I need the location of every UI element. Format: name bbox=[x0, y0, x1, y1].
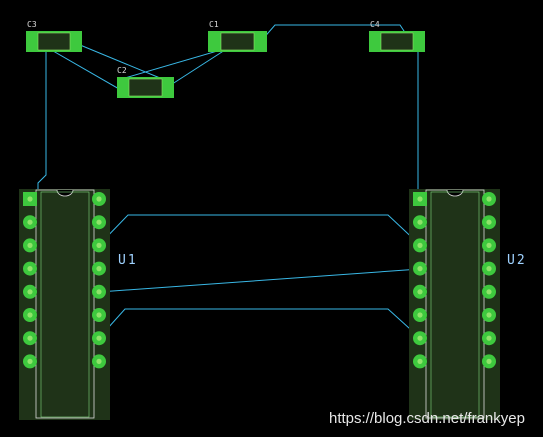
u2-pin-hole bbox=[417, 358, 423, 364]
u2-pin-hole bbox=[486, 358, 492, 364]
trace-c3-c2-b[interactable] bbox=[67, 39, 161, 79]
u1-label: U1 bbox=[118, 253, 138, 268]
u2-pin-hole bbox=[486, 219, 492, 225]
u2-pin-hole bbox=[417, 219, 423, 225]
u1-pin-hole bbox=[96, 266, 102, 272]
u1-pin-hole bbox=[27, 196, 33, 202]
c4-label: C4 bbox=[370, 20, 380, 29]
u1-pin-hole bbox=[27, 242, 33, 248]
u2-pins bbox=[413, 192, 496, 369]
trace-c3-u1[interactable] bbox=[37, 52, 47, 193]
c3-label: C3 bbox=[27, 20, 37, 29]
c1-label: C1 bbox=[209, 20, 219, 29]
u1-pin-hole bbox=[27, 266, 33, 272]
u1-pin-hole bbox=[27, 219, 33, 225]
u2-pin-hole bbox=[486, 242, 492, 248]
u1-pin-hole bbox=[27, 289, 33, 295]
u1-pin-hole bbox=[96, 312, 102, 318]
u2-pin-hole bbox=[417, 196, 423, 202]
u2-pin-hole bbox=[486, 289, 492, 295]
c2-label: C2 bbox=[117, 66, 127, 75]
u1-pin-hole bbox=[27, 358, 33, 364]
trace-u1-u2-mid[interactable] bbox=[98, 268, 421, 293]
u1-pin-hole bbox=[96, 358, 102, 364]
u1-pin-hole bbox=[27, 335, 33, 341]
u2-pin-hole bbox=[417, 242, 423, 248]
u2-pin-hole bbox=[486, 335, 492, 341]
u1-pin-hole bbox=[96, 242, 102, 248]
u1-pin-hole bbox=[96, 289, 102, 295]
chip-u1[interactable] bbox=[19, 189, 110, 420]
u2-label: U2 bbox=[507, 253, 527, 268]
u1-pin-hole bbox=[27, 312, 33, 318]
watermark-text: https://blog.csdn.net/frankyep bbox=[329, 410, 525, 427]
capacitor-c1[interactable]: C1 bbox=[208, 20, 267, 52]
u2-pin-hole bbox=[417, 335, 423, 341]
chip-u2[interactable] bbox=[409, 189, 500, 420]
trace-u1-u2-bottom[interactable] bbox=[98, 308, 421, 339]
capacitor-c4[interactable]: C4 bbox=[369, 20, 425, 52]
u2-pin-hole bbox=[486, 196, 492, 202]
u2-pin-hole bbox=[486, 312, 492, 318]
u2-pin-hole bbox=[486, 266, 492, 272]
capacitor-c2[interactable]: C2 bbox=[117, 66, 174, 98]
u2-pin-hole bbox=[417, 312, 423, 318]
u1-pin-hole bbox=[96, 335, 102, 341]
trace-u1-u2-top[interactable] bbox=[98, 214, 421, 246]
u1-pin-hole bbox=[96, 196, 102, 202]
u2-pin-hole bbox=[417, 266, 423, 272]
u2-pin-hole bbox=[417, 289, 423, 295]
capacitor-c3[interactable]: C3 bbox=[26, 20, 82, 52]
u1-pin-hole bbox=[96, 219, 102, 225]
u1-pins bbox=[23, 192, 106, 369]
